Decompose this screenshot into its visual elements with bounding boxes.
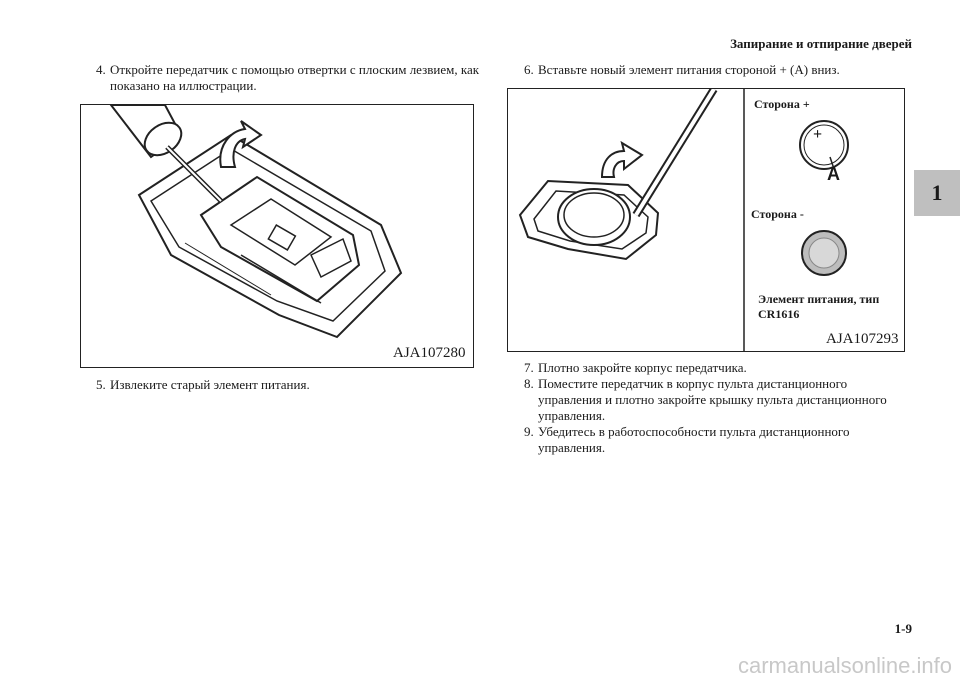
chapter-tab: 1	[914, 170, 960, 216]
step-number: 6.	[524, 62, 534, 77]
step-8: 8. Поместите передатчик в корпус пульта …	[524, 376, 914, 424]
step-9: 9. Убедитесь в работоспособности пульта …	[524, 424, 914, 456]
step-5: 5. Извлеките старый элемент питания.	[96, 377, 476, 393]
page-header-title: Запирание и отпирание дверей	[730, 36, 912, 51]
step-number: 9.	[524, 424, 534, 439]
plus-sign: +	[813, 126, 823, 143]
step-text: Вставьте новый элемент питания стороной …	[538, 62, 840, 77]
step-text: Извлеките старый элемент питания.	[110, 377, 310, 392]
battery-type-line1: Элемент питания, тип	[758, 292, 880, 306]
step-6: 6. Вставьте новый элемент питания сторон…	[524, 62, 914, 78]
figure-code: AJA107280	[393, 345, 466, 361]
step-number: 8.	[524, 376, 534, 391]
transmitter-illustration	[109, 105, 403, 339]
step-number: 5.	[96, 377, 106, 392]
step-number: 7.	[524, 360, 534, 375]
label-a: A	[827, 164, 840, 184]
figure-insert-battery: Сторона + + A Сторона - Элемент питания,…	[507, 88, 905, 352]
step-number: 4.	[96, 62, 106, 77]
step-4: 4. Откройте передатчик с помощью отвертк…	[96, 62, 486, 94]
step-7: 7. Плотно закройте корпус передатчика.	[524, 360, 914, 376]
watermark: carmanualsonline.info	[737, 653, 952, 678]
step-text: Поместите передатчик в корпус пульта дис…	[538, 376, 887, 423]
figure-code: AJA107293	[826, 331, 899, 347]
side-minus-label: Сторона -	[751, 207, 804, 221]
side-plus-label: Сторона +	[754, 97, 810, 111]
battery-illustration	[518, 89, 849, 351]
figure-open-transmitter: AJA107280	[80, 104, 474, 368]
page-number: 1-9	[894, 621, 912, 636]
step-text: Убедитесь в работоспособности пульта дис…	[538, 424, 850, 455]
battery-type-line2: CR1616	[758, 307, 800, 321]
step-text: Откройте передатчик с помощью отвертки с…	[110, 62, 480, 93]
step-text: Плотно закройте корпус передатчика.	[538, 360, 747, 375]
